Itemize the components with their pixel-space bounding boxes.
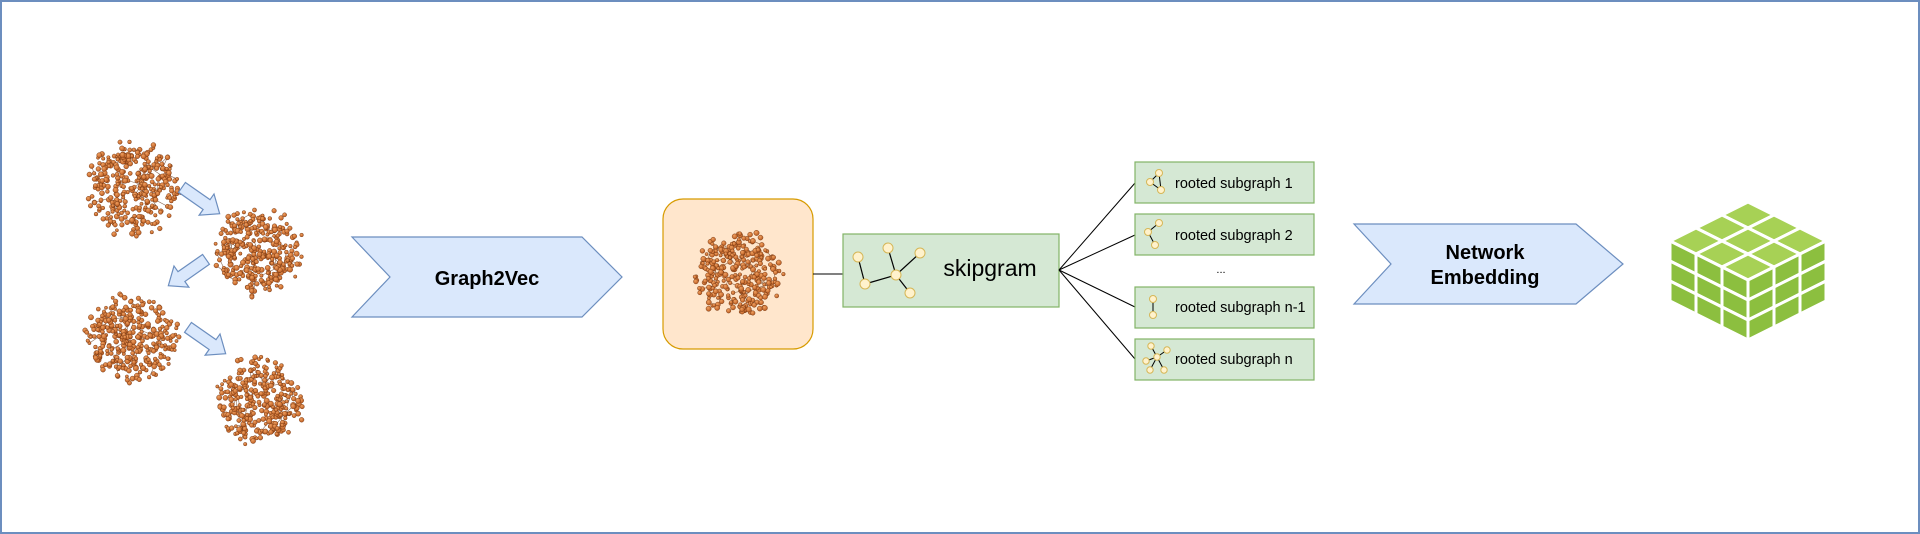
flow-arrow-icon [183, 321, 227, 356]
rooted-subgraph-label: rooted subgraph n-1 [1175, 300, 1306, 316]
molecular-graph-icon [215, 354, 305, 447]
flow-arrow-icon [177, 181, 221, 216]
input-graph-collection [82, 139, 305, 447]
skipgram-step: skipgram [842, 233, 1060, 308]
skipgram-box [842, 233, 1060, 308]
graph2vec-label: Graph2Vec [435, 268, 540, 290]
rooted-subgraph-label: rooted subgraph 2 [1175, 228, 1293, 244]
network-embedding-label-line1: Network [1446, 242, 1526, 264]
rooted-subgraph-list: rooted subgraph 1 rooted subgraph 2 ... … [1134, 161, 1315, 381]
rooted-subgraph-item-n: rooted subgraph n [1134, 338, 1315, 381]
embedding-matrix-icon [1668, 200, 1828, 342]
subgraph-icon [1144, 219, 1163, 249]
flow-arrows [167, 181, 227, 356]
molecular-graph-icon [692, 230, 786, 316]
subgraph-icon [1142, 342, 1171, 374]
rooted-subgraph-label: rooted subgraph 1 [1175, 176, 1293, 192]
skipgram-graph-nodes [852, 242, 926, 299]
ellipsis-label: ... [1216, 264, 1225, 276]
graph2vec-arrow [350, 236, 623, 318]
skipgram-label: skipgram [943, 255, 1036, 281]
rooted-subgraph-item-1: rooted subgraph 1 [1134, 161, 1315, 204]
network-embedding-step: Network Embedding [1352, 223, 1624, 305]
subgraph-icon [1146, 169, 1165, 194]
fan-out-lines [1058, 182, 1136, 360]
network-embedding-label-line2: Embedding [1431, 267, 1540, 289]
network-embedding-arrow [1352, 223, 1624, 305]
molecular-graph-icon [692, 230, 786, 316]
molecular-graph-icon [82, 291, 182, 386]
graph2vec-step: Graph2Vec [350, 236, 623, 318]
flow-arrow-icon [167, 253, 211, 288]
molecular-graph-icon [213, 207, 304, 300]
rooted-subgraph-label: rooted subgraph n [1175, 352, 1293, 368]
subgraph-icon [1149, 295, 1157, 319]
rooted-subgraph-item-2: rooted subgraph 2 [1134, 213, 1315, 256]
molecular-graph-icon [85, 139, 184, 239]
rooted-subgraph-item-n-1: rooted subgraph n-1 [1134, 286, 1315, 329]
